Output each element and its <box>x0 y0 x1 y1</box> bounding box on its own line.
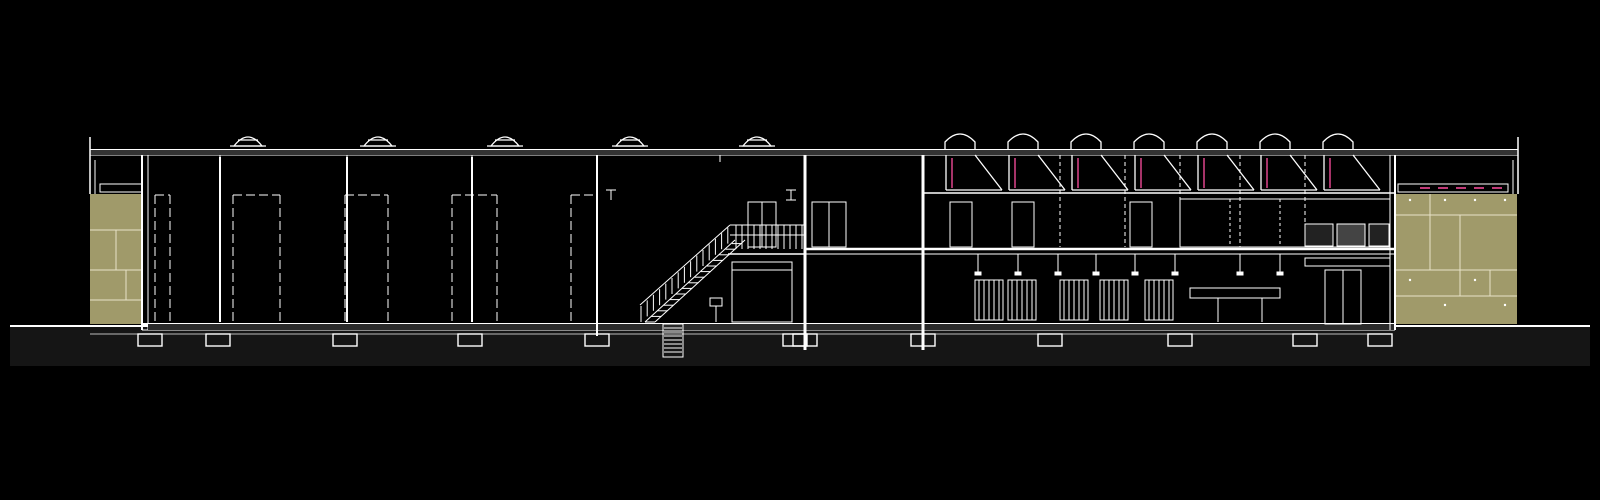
pit-steps <box>664 327 682 353</box>
staircase <box>639 224 805 323</box>
fixing-dot <box>1408 278 1412 282</box>
pad-footing <box>137 333 163 347</box>
fixing-dot <box>1503 198 1507 202</box>
sawtooth-slope <box>1037 154 1066 191</box>
doors <box>731 201 1391 325</box>
office-partitions <box>974 155 1306 322</box>
right-cladding <box>1395 194 1517 324</box>
pad-footing <box>332 333 358 347</box>
fittings <box>606 189 796 322</box>
sawtooth-hood <box>1196 133 1228 150</box>
rooflight-domes <box>230 136 775 147</box>
hanger-bracket <box>786 189 796 201</box>
pendant-shade <box>1236 271 1244 276</box>
pendant-shade <box>1054 271 1062 276</box>
meeting-room-frame <box>1179 198 1391 248</box>
pad-footing <box>1367 333 1393 347</box>
upper-office-door-3 <box>1129 201 1153 248</box>
sawtooth-slope <box>1163 154 1192 191</box>
fixing-dot <box>1408 198 1412 202</box>
rooflight-dome <box>741 136 773 147</box>
rooflight-dome <box>362 136 394 147</box>
pad-footing <box>1292 333 1318 347</box>
pendant-shade <box>1276 271 1284 276</box>
slab-hatch <box>148 324 1395 330</box>
stair-handrail <box>639 224 731 306</box>
sawtooth-hood <box>1322 133 1354 150</box>
sawtooth-hood <box>1007 133 1039 150</box>
stair-pit <box>662 323 684 358</box>
pad-footing <box>1037 333 1063 347</box>
glazed-meeting-room <box>1179 198 1391 248</box>
structure <box>141 155 1396 350</box>
meeting-room-glazing <box>1368 223 1390 247</box>
left-gutter <box>99 183 143 193</box>
sawtooth-slope <box>1100 154 1129 191</box>
roof-hangers <box>219 155 721 162</box>
cladding-fixing-dots <box>1408 198 1507 307</box>
reception-desk <box>1189 287 1281 299</box>
pit-outline <box>662 323 684 358</box>
sawtooth-slope <box>974 154 1003 191</box>
roof-deck-hatch <box>90 150 1518 155</box>
meeting-room-glazing <box>1336 223 1366 247</box>
pad-footing <box>205 333 231 347</box>
rooflight-dome <box>232 136 264 147</box>
fixing-dot <box>1443 303 1447 307</box>
pad-footing <box>1167 333 1193 347</box>
pendant-lights <box>974 254 1284 276</box>
fixing-dot <box>1503 303 1507 307</box>
upper-office-door-2 <box>1011 201 1035 248</box>
stair-stringer <box>644 239 736 323</box>
sawtooth-slope <box>1352 154 1381 191</box>
warehouse-racking <box>154 157 598 322</box>
hanger-bracket <box>606 189 616 200</box>
rooflight-dome <box>614 136 646 147</box>
pendant-shade <box>1014 271 1022 276</box>
meeting-room-glazing <box>1304 223 1334 247</box>
fixing-dot <box>1473 278 1477 282</box>
sawtooth-hood <box>1259 133 1291 150</box>
upper-office-door-1 <box>949 201 973 248</box>
stair-stringer <box>654 239 746 323</box>
pendant-shade <box>1092 271 1100 276</box>
sawtooth-hood <box>944 133 976 150</box>
left-facade-panel <box>90 194 142 324</box>
loading-door <box>731 261 793 323</box>
fixing-dot <box>1473 198 1477 202</box>
right-facade-panel <box>1395 194 1517 324</box>
sawtooth-rooflights <box>944 133 1381 191</box>
pendant-shade <box>1131 271 1139 276</box>
sawtooth-hood <box>1070 133 1102 150</box>
washbasin <box>709 297 723 307</box>
fixing-dot <box>1443 198 1447 202</box>
pendant-shade <box>1171 271 1179 276</box>
pad-footing <box>457 333 483 347</box>
rooflight-dome <box>489 136 521 147</box>
pendant-shade <box>974 271 982 276</box>
entrance-canopy <box>1304 257 1391 267</box>
right-gutter <box>1397 183 1509 193</box>
sawtooth-hood <box>1133 133 1165 150</box>
sawtooth-slope <box>1289 154 1318 191</box>
